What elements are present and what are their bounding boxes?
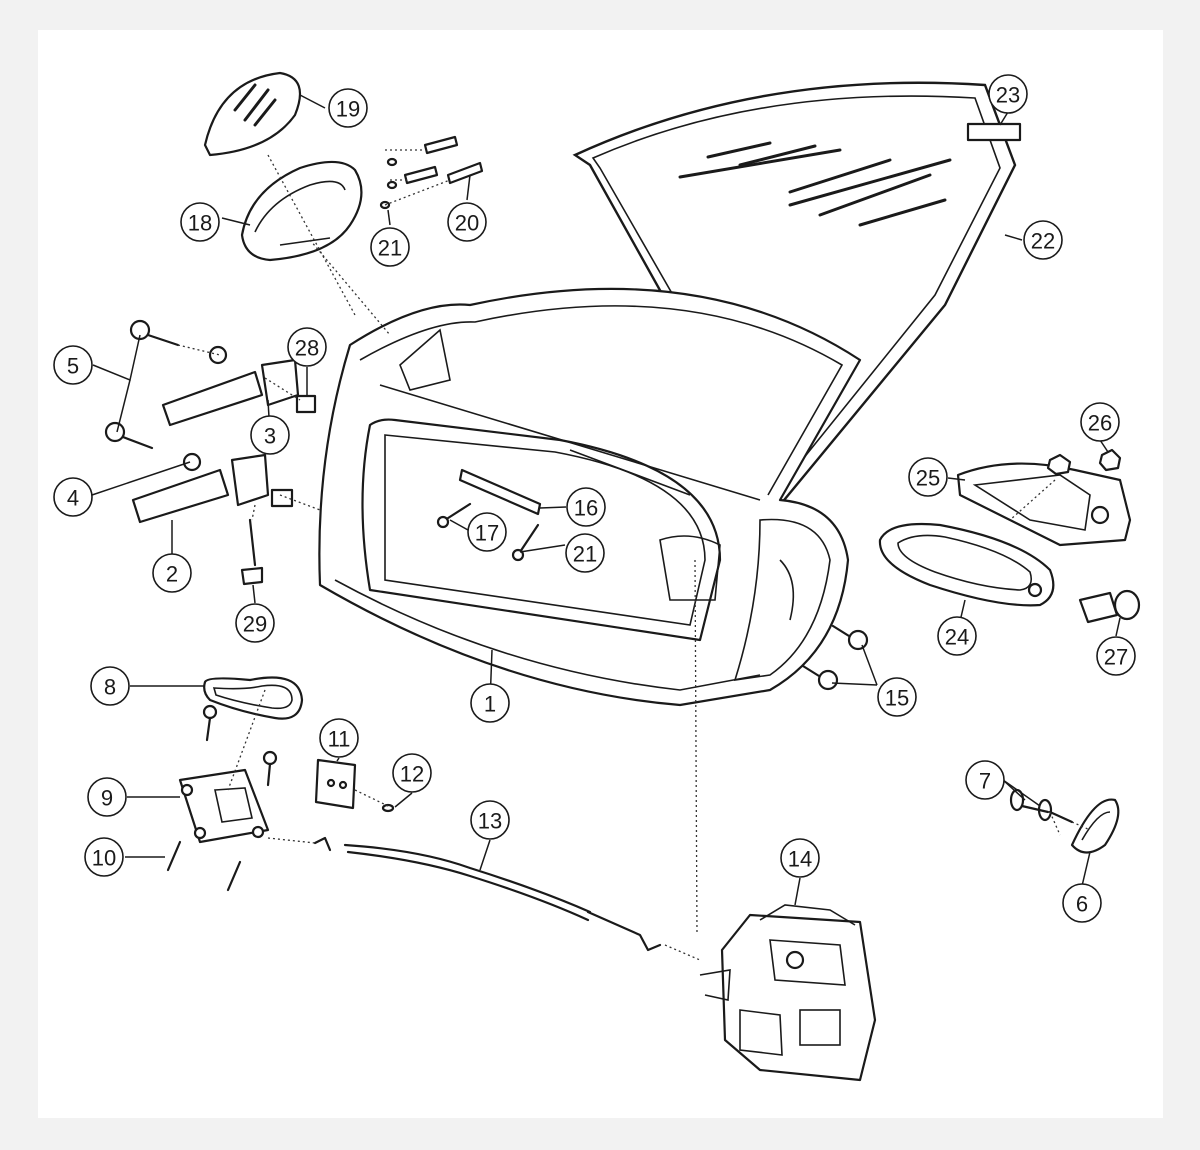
svg-text:3: 3 — [264, 424, 276, 449]
callout-14: 14 — [780, 838, 820, 878]
svg-text:9: 9 — [101, 786, 113, 811]
svg-text:11: 11 — [328, 727, 351, 752]
block-washer — [381, 803, 395, 813]
callout-29: 29 — [235, 603, 275, 643]
svg-text:22: 22 — [1031, 229, 1055, 254]
svg-text:26: 26 — [1088, 411, 1112, 436]
svg-text:7: 7 — [979, 769, 991, 794]
callout-19: 19 — [328, 88, 368, 128]
callout-8: 8 — [90, 666, 130, 706]
lower-check-strap — [131, 452, 270, 524]
callout-22: 22 — [1023, 220, 1063, 260]
callout-11: 11 — [319, 718, 359, 758]
hinge-bolt-29 — [240, 518, 264, 586]
callout-6: 6 — [1062, 883, 1102, 923]
handle-screws — [801, 624, 869, 691]
callout-10: 10 — [84, 837, 124, 877]
callout-2: 2 — [152, 553, 192, 593]
hinge-pad — [295, 394, 317, 414]
bracket-nuts — [1046, 448, 1122, 476]
door-lock-mechanism — [699, 904, 877, 1082]
callout-17: 17 — [467, 512, 507, 552]
callout-25: 25 — [908, 457, 948, 497]
svg-text:25: 25 — [916, 466, 940, 491]
svg-text:24: 24 — [945, 625, 969, 650]
callout-27: 27 — [1096, 636, 1136, 676]
bracket-screws — [166, 704, 278, 892]
outer-handle-bezel — [878, 522, 1055, 607]
handle-bracket — [178, 768, 270, 844]
callout-1: 1 — [470, 683, 510, 723]
mirror-bolts — [379, 135, 484, 210]
panel-screws — [436, 502, 540, 562]
svg-text:8: 8 — [104, 675, 116, 700]
svg-text:6: 6 — [1076, 892, 1088, 917]
svg-text:21: 21 — [573, 542, 597, 567]
svg-text:18: 18 — [188, 211, 212, 236]
svg-text:17: 17 — [475, 521, 499, 546]
svg-text:16: 16 — [574, 496, 598, 521]
mirror-housing — [240, 160, 363, 262]
svg-text:19: 19 — [336, 97, 360, 122]
callout-12: 12 — [392, 753, 432, 793]
handle-gasket — [203, 676, 304, 720]
lock-block — [314, 758, 357, 810]
lock-cylinder — [1078, 589, 1141, 624]
callout-4: 4 — [53, 477, 93, 517]
callout-28: 28 — [287, 327, 327, 367]
striker-cap-plate — [1070, 798, 1120, 854]
callout-21-upper: 21 — [370, 227, 410, 267]
svg-text:15: 15 — [885, 686, 909, 711]
callout-9: 9 — [87, 777, 127, 817]
upper-check-strap — [161, 345, 300, 427]
svg-text:28: 28 — [295, 336, 319, 361]
callout-26: 26 — [1080, 402, 1120, 442]
svg-text:13: 13 — [478, 809, 502, 834]
release-cable — [313, 836, 662, 952]
svg-text:29: 29 — [243, 612, 267, 637]
callout-16: 16 — [566, 487, 606, 527]
svg-text:12: 12 — [400, 762, 424, 787]
svg-text:23: 23 — [996, 83, 1020, 108]
svg-text:20: 20 — [455, 211, 479, 236]
svg-text:1: 1 — [484, 692, 496, 717]
mirror-glass — [203, 71, 302, 157]
hinge-pad-lower — [270, 488, 294, 508]
callout-24: 24 — [937, 616, 977, 656]
callout-18: 18 — [180, 202, 220, 242]
svg-text:10: 10 — [92, 846, 116, 871]
assembly-lines — [177, 149, 1091, 961]
svg-text:21: 21 — [378, 236, 402, 261]
svg-text:14: 14 — [788, 847, 812, 872]
callout-13: 13 — [470, 800, 510, 840]
callout-3: 3 — [250, 415, 290, 455]
svg-text:27: 27 — [1104, 645, 1128, 670]
callout-23: 23 — [988, 74, 1028, 114]
callout-21-lower: 21 — [565, 533, 605, 573]
callout-5: 5 — [53, 345, 93, 385]
svg-text:4: 4 — [67, 486, 79, 511]
svg-text:5: 5 — [67, 354, 79, 379]
callout-15: 15 — [877, 677, 917, 717]
callout-7: 7 — [965, 760, 1005, 800]
glass-seal-label — [966, 122, 1022, 142]
svg-text:2: 2 — [166, 562, 178, 587]
callout-20: 20 — [447, 202, 487, 242]
outer-handle-bracket — [956, 462, 1132, 547]
hinge-bolts — [104, 319, 180, 450]
access-cover-plate — [458, 468, 542, 516]
door-glass — [572, 81, 1017, 508]
